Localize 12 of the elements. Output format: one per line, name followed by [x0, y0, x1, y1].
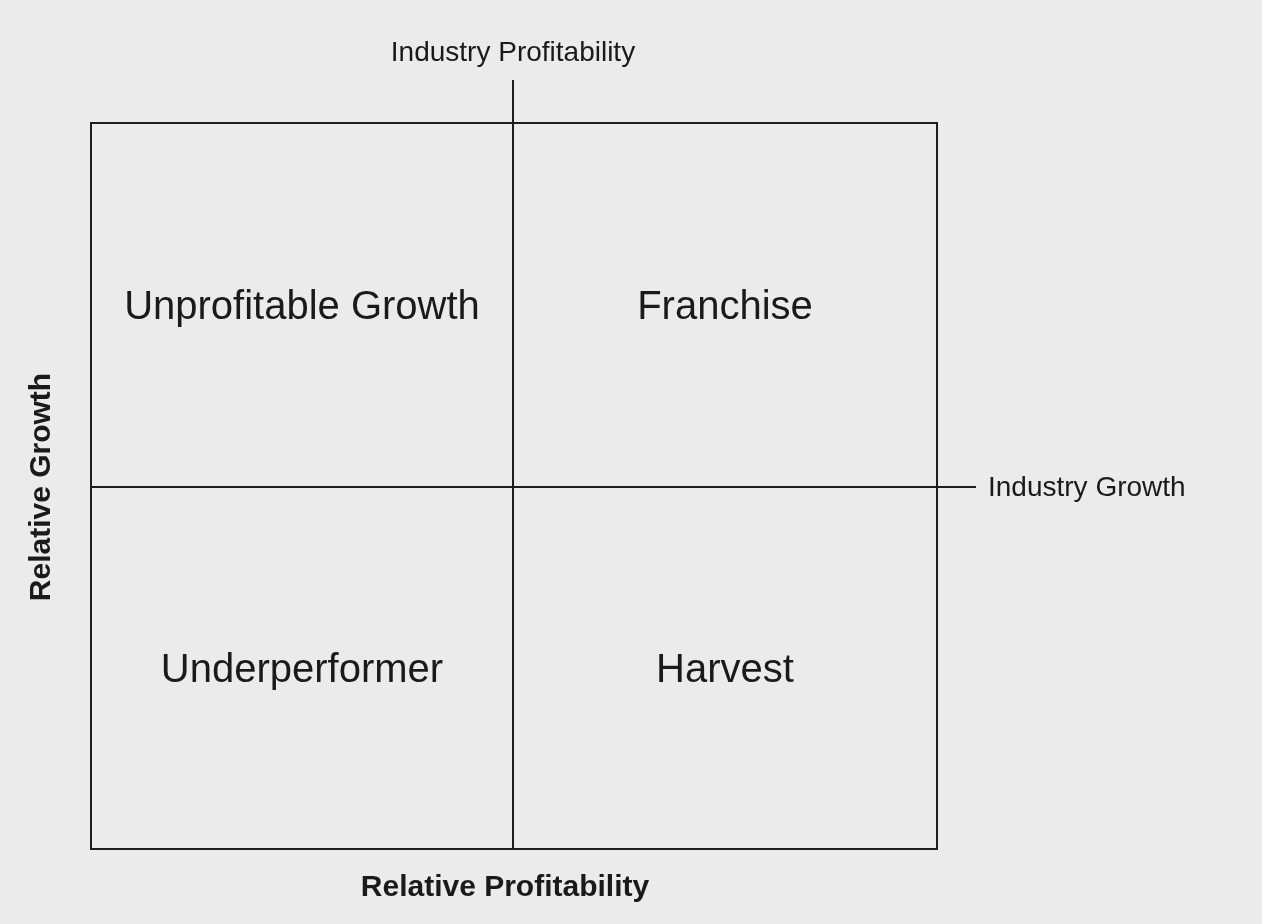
axis-label: Industry Growth	[988, 471, 1186, 503]
quadrant-label: Underperformer	[160, 645, 444, 691]
quadrant-box	[90, 486, 514, 850]
quadrant-box	[90, 122, 514, 488]
quadrant-label: Harvest	[656, 645, 794, 691]
quadrant-label: Unprofitable Growth	[124, 282, 480, 328]
axis-title: Relative Profitability	[360, 869, 650, 903]
quadrant-label: Franchise	[637, 282, 813, 328]
axis-label: Industry Profitability	[390, 36, 636, 68]
quadrant-box	[512, 486, 938, 850]
quadrant-box	[512, 122, 938, 488]
axis-title: Relative Growth	[23, 372, 57, 602]
